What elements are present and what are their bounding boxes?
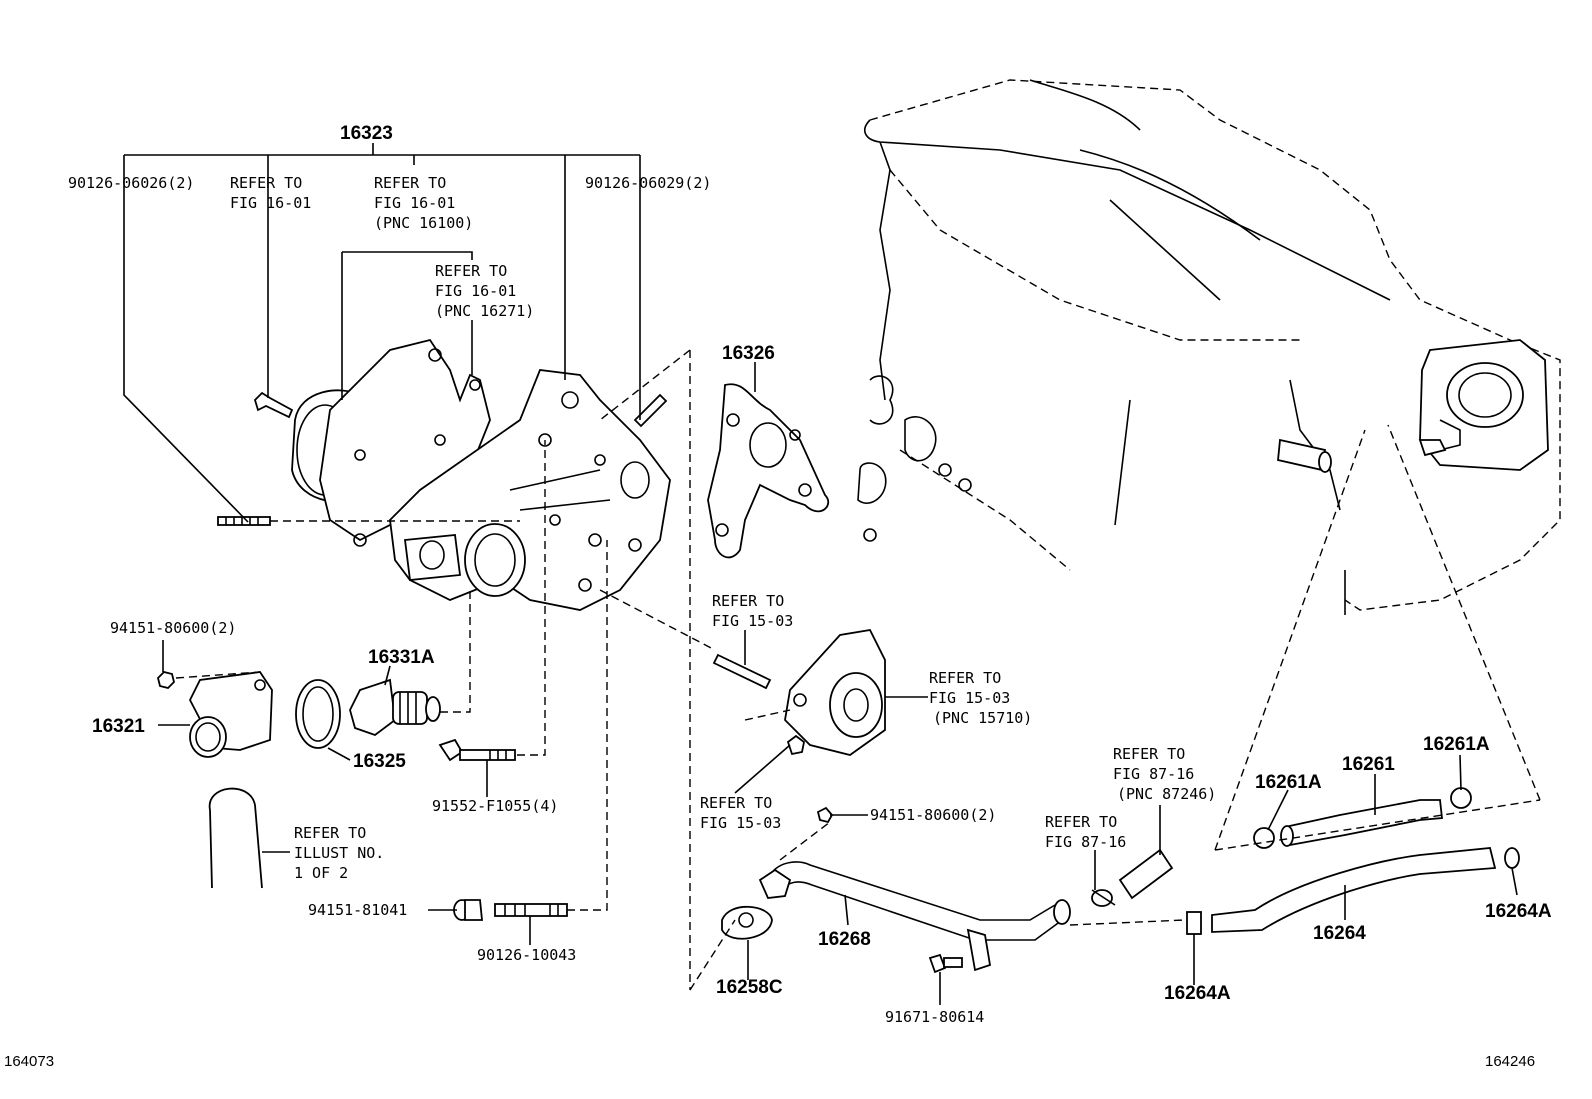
figure-id-left: 164073 bbox=[4, 1053, 54, 1070]
label-94151-81041: 94151-81041 bbox=[308, 901, 407, 919]
hose-16264 bbox=[1211, 847, 1520, 933]
label-16264A-right: 16264A bbox=[1485, 901, 1552, 922]
label-94151-80600-a: 94151-80600(2) bbox=[110, 619, 236, 637]
gasket-16325 bbox=[295, 679, 341, 749]
gasket-16326 bbox=[707, 383, 830, 559]
stud-90126-10043 bbox=[494, 903, 568, 917]
label-90126-06026: 90126-06026(2) bbox=[68, 174, 194, 192]
nut-94151-81041 bbox=[453, 899, 483, 921]
label-90126-10043: 90126-10043 bbox=[477, 946, 576, 964]
bolt-91552-F1055 bbox=[438, 738, 516, 762]
label-refer1-line2: FIG 16-01 bbox=[230, 194, 311, 212]
water-outlet-16321 bbox=[188, 671, 273, 758]
clamp-16264A-left bbox=[1186, 911, 1202, 935]
label-16264A-bottom: 16264A bbox=[1164, 983, 1231, 1004]
label-16268: 16268 bbox=[818, 929, 871, 950]
label-16321: 16321 bbox=[92, 716, 145, 737]
label-16261: 16261 bbox=[1342, 754, 1395, 775]
assembly-dashed-lines bbox=[175, 349, 1541, 991]
label-refer7-line2: FIG 15-03 bbox=[700, 814, 781, 832]
engine-block-outline bbox=[857, 79, 1561, 615]
label-refer7-line1: REFER TO bbox=[700, 794, 772, 812]
label-refer6-line3: (PNC 15710) bbox=[933, 709, 1032, 727]
label-refer2-line2: FIG 16-01 bbox=[374, 194, 455, 212]
label-16331A: 16331A bbox=[368, 647, 435, 668]
label-94151-80600-b: 94151-80600(2) bbox=[870, 806, 996, 824]
label-refer6-line2: FIG 15-03 bbox=[929, 689, 1010, 707]
label-refer5-line2: FIG 15-03 bbox=[712, 612, 793, 630]
label-16261A-right: 16261A bbox=[1423, 734, 1490, 755]
label-refer3-line1: REFER TO bbox=[435, 262, 507, 280]
hose-refer-fig87-16 bbox=[1091, 848, 1174, 907]
water-pump-assembly bbox=[291, 338, 671, 611]
label-refer9-line1: REFER TO bbox=[1045, 813, 1117, 831]
label-16325: 16325 bbox=[353, 751, 406, 772]
oil-pump-cover bbox=[712, 629, 886, 756]
label-refer9-line2: FIG 87-16 bbox=[1045, 833, 1126, 851]
label-refer4-line3: 1 OF 2 bbox=[294, 864, 348, 882]
part-labels: 16323 90126-06026(2) REFER TO FIG 16-01 … bbox=[68, 123, 1552, 1026]
label-refer4-line2: ILLUST NO. bbox=[294, 844, 384, 862]
bolt-fig16-01 bbox=[253, 391, 294, 419]
figure-id-right: 164246 bbox=[1485, 1053, 1535, 1070]
thermostat-16331A bbox=[349, 678, 441, 737]
label-refer8-line3: (PNC 87246) bbox=[1117, 785, 1216, 803]
label-refer6-line1: REFER TO bbox=[929, 669, 1001, 687]
bypass-pipe-16268 bbox=[758, 806, 1071, 972]
label-16326: 16326 bbox=[722, 343, 775, 364]
label-refer2-line3: (PNC 16100) bbox=[374, 214, 473, 232]
hose-refer-illust bbox=[209, 787, 263, 889]
label-refer8-line1: REFER TO bbox=[1113, 745, 1185, 763]
label-refer2-line1: REFER TO bbox=[374, 174, 446, 192]
label-16323: 16323 bbox=[340, 123, 393, 144]
label-16261A-left: 16261A bbox=[1255, 772, 1322, 793]
label-91671-80614: 91671-80614 bbox=[885, 1008, 984, 1026]
label-91552-F1055: 91552-F1055(4) bbox=[432, 797, 558, 815]
label-16264: 16264 bbox=[1313, 923, 1366, 944]
corner-ids: 164073 164246 bbox=[4, 1053, 1535, 1070]
label-refer8-line2: FIG 87-16 bbox=[1113, 765, 1194, 783]
leader-lines bbox=[123, 143, 1518, 1005]
label-refer4-line1: REFER TO bbox=[294, 824, 366, 842]
label-refer5-line1: REFER TO bbox=[712, 592, 784, 610]
label-refer3-line2: FIG 16-01 bbox=[435, 282, 516, 300]
gasket-16258C bbox=[721, 905, 773, 940]
label-90126-06029: 90126-06029(2) bbox=[585, 174, 711, 192]
label-16258C: 16258C bbox=[716, 977, 783, 998]
label-refer1-line1: REFER TO bbox=[230, 174, 302, 192]
label-refer3-line3: (PNC 16271) bbox=[435, 302, 534, 320]
bolt-91671-80614 bbox=[928, 953, 963, 974]
nut-94151-80600-a bbox=[157, 671, 175, 689]
stud-90126-06029 bbox=[633, 393, 668, 428]
